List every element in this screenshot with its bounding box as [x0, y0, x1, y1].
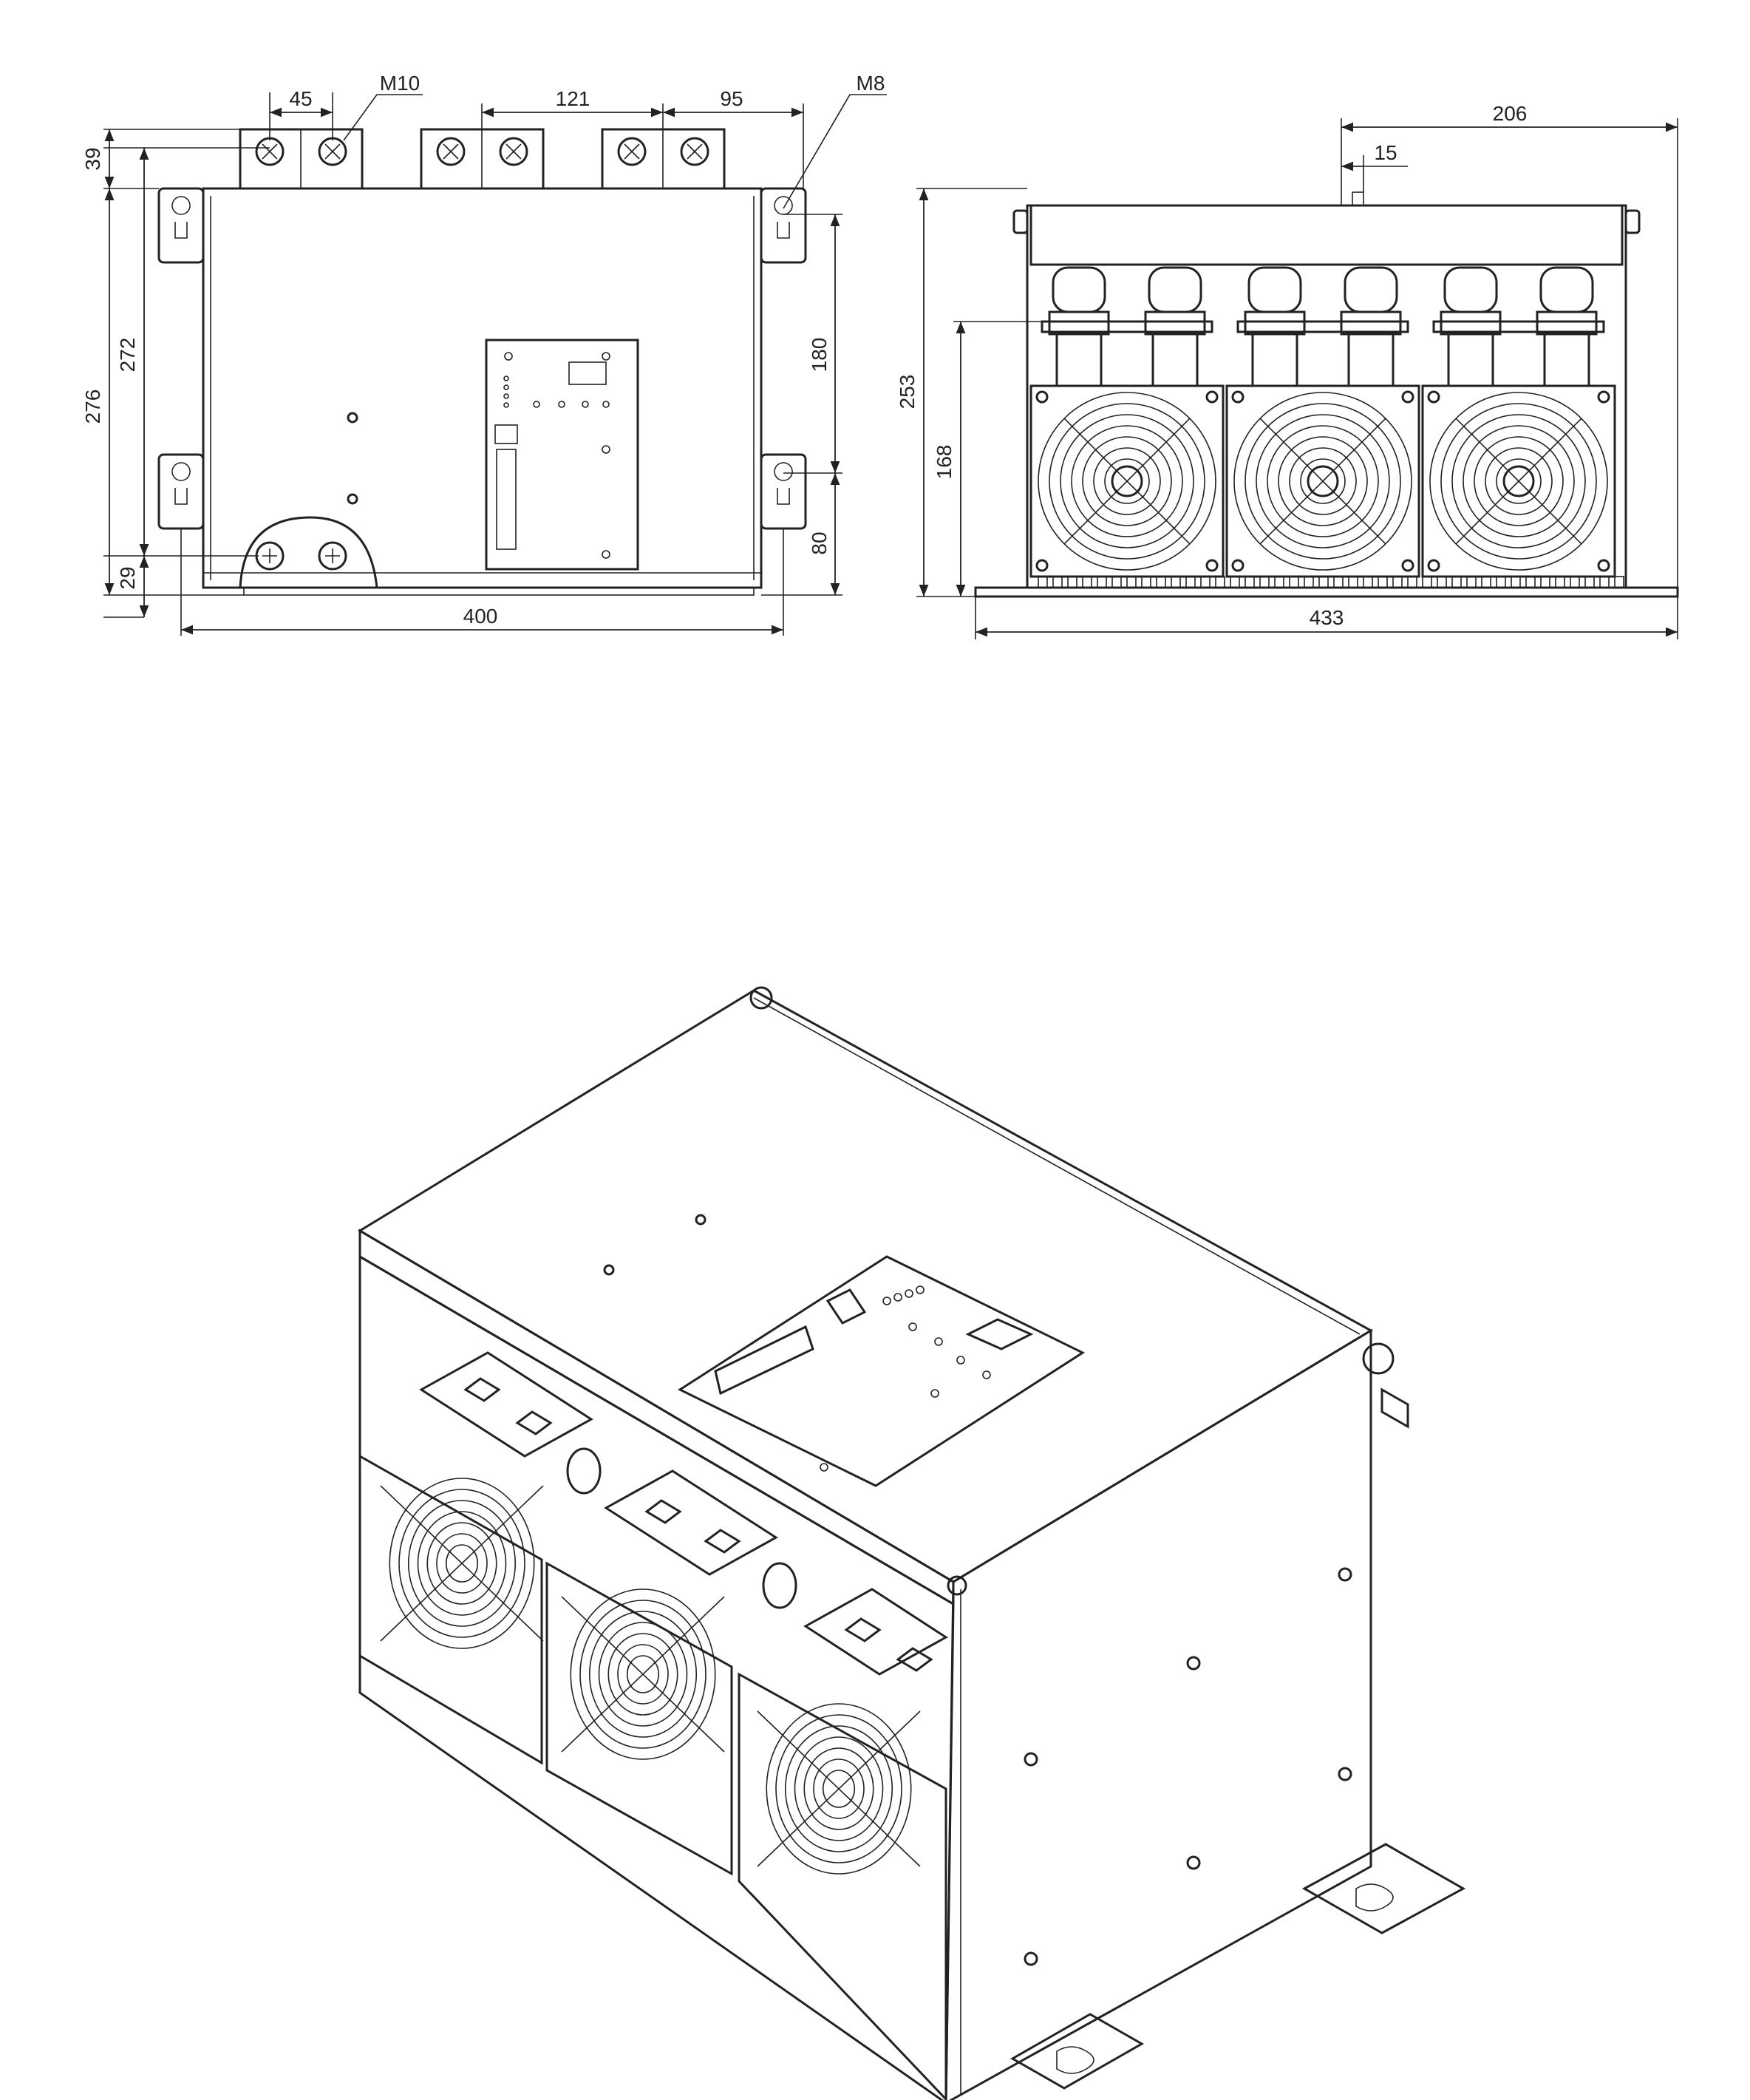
terminal-stack	[1536, 266, 1598, 387]
screw-icon	[695, 1214, 707, 1226]
display-window	[568, 361, 607, 385]
side-terminal-assemblies	[1041, 266, 1605, 387]
top-cover	[1029, 204, 1624, 266]
iso-top-face	[358, 989, 1374, 1583]
mounting-tab-bottom-left	[157, 453, 205, 530]
screw-icon	[603, 1264, 615, 1276]
dim-terminal-top: 39	[81, 147, 104, 170]
terminal-stack	[1244, 266, 1306, 387]
side-view: 206 15 253 168 433	[896, 102, 1679, 639]
side-dimensions: 206 15 253 168 433	[896, 102, 1678, 639]
dim-width: 400	[463, 605, 498, 628]
fan-icon	[358, 1454, 544, 1765]
dim-overall-height: 276	[81, 390, 104, 424]
terminal-stack	[1144, 266, 1206, 387]
dim-phase-spacing: 121	[556, 87, 590, 110]
dim-body-height: 272	[116, 338, 139, 373]
screw-icon	[347, 412, 358, 424]
screw-icon	[1024, 1752, 1038, 1767]
front-dimensions: 45 M10 121 95 M8 39	[81, 72, 887, 636]
dim-bottom-offset: 29	[116, 566, 139, 589]
control-board	[485, 339, 639, 571]
dim-upper-mount: 180	[808, 338, 831, 373]
fan-icon	[1029, 384, 1225, 578]
dim-lower-mount: 80	[808, 531, 831, 554]
mounting-tab-top-left	[157, 187, 205, 264]
front-body-outline	[202, 187, 763, 589]
iso-side-panel	[944, 1328, 1372, 2100]
screw-icon	[1338, 1767, 1352, 1781]
base-plate	[974, 586, 1679, 598]
screw-icon	[347, 493, 358, 505]
dim-mount-thread: M8	[857, 72, 885, 95]
mounting-tab-top-right	[760, 187, 807, 264]
iso-control-board	[677, 1255, 1086, 1487]
bottom-grille	[1038, 576, 1624, 588]
top-terminals	[239, 128, 726, 190]
dim-terminal-spacing: 45	[289, 87, 312, 110]
side-fans	[1029, 384, 1616, 578]
terminal-stack	[1048, 266, 1110, 387]
iso-mounting-foot	[1010, 2013, 1145, 2090]
isometric-view	[358, 986, 1466, 2100]
screw-icon	[1186, 1855, 1201, 1870]
iso-fans	[358, 1454, 947, 2100]
fan-icon	[545, 1561, 733, 1876]
screw-icon	[1186, 1656, 1201, 1671]
terminal-stack	[1340, 266, 1402, 387]
side-enclosure	[1026, 204, 1627, 589]
mounting-tab-bottom-right	[760, 453, 807, 530]
screw-icon	[1024, 1951, 1038, 1966]
terminal-stack	[1440, 266, 1502, 387]
fan-icon	[1225, 384, 1420, 578]
connector-strip	[496, 449, 517, 550]
dim-base-length: 433	[1310, 606, 1344, 629]
fan-icon	[738, 1672, 947, 2100]
front-view: 45 M10 121 95 M8 39	[81, 72, 887, 636]
bottom-terminal	[239, 516, 378, 588]
iso-mounting-foot	[1301, 1843, 1466, 1934]
screw-icon	[1338, 1567, 1352, 1582]
dim-depth: 206	[1493, 102, 1528, 125]
dim-phase-offset: 95	[720, 87, 743, 110]
dim-side-overall-height: 253	[896, 375, 919, 410]
dim-terminal-height: 168	[933, 445, 956, 480]
dim-terminal-thread: M10	[380, 72, 420, 95]
iso-terminals	[419, 1351, 948, 1676]
dim-stud-offset: 15	[1374, 141, 1397, 164]
fan-icon	[1421, 384, 1616, 578]
